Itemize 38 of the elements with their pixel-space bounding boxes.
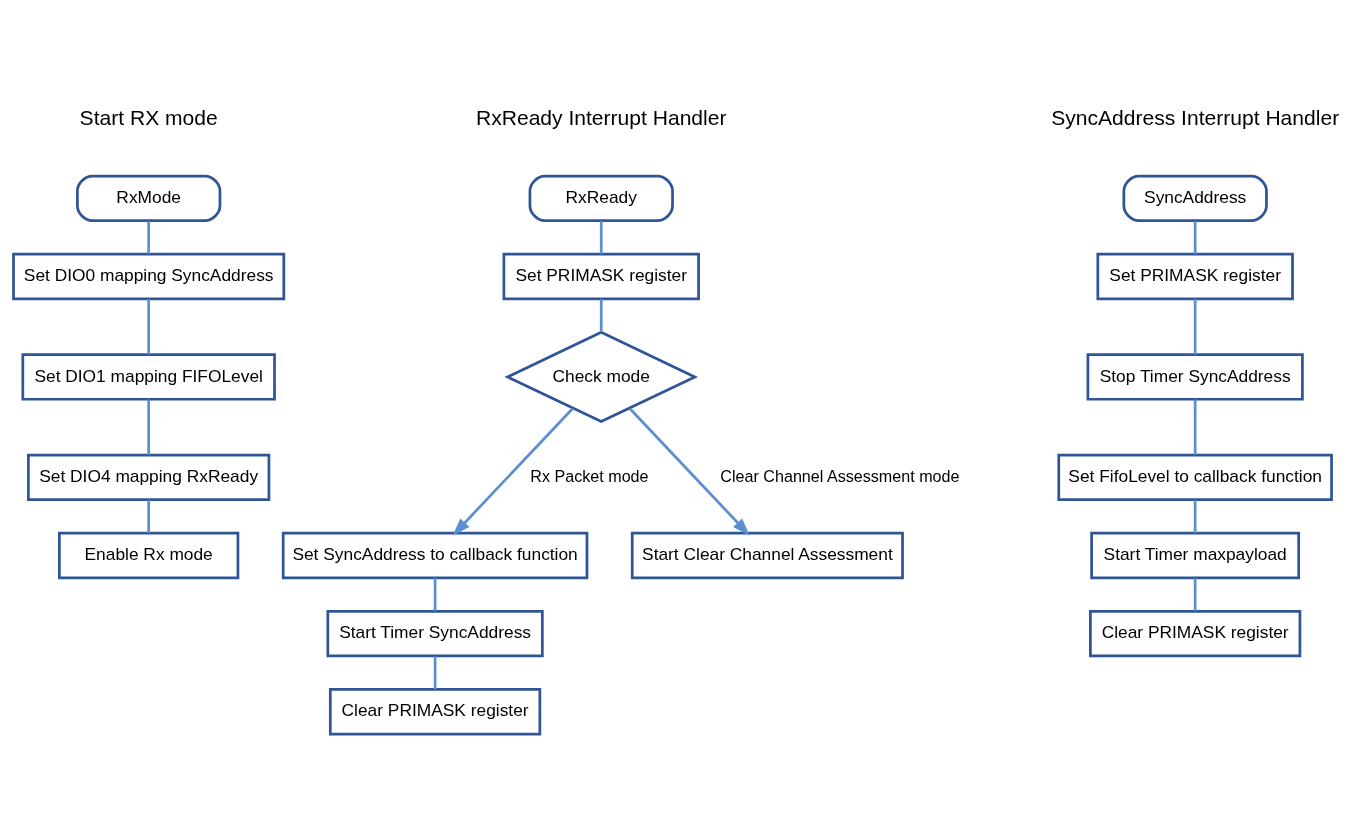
- node-box: Set DIO4 mapping RxReady: [27, 453, 271, 502]
- label: Start RX mode: [79, 106, 218, 130]
- edge-label: Rx Packet mode: [530, 466, 649, 485]
- connector: [147, 500, 151, 533]
- connector: [147, 399, 151, 455]
- node-box: Start Timer SyncAddress: [326, 609, 544, 658]
- node-box: Start Timer maxpayload: [1090, 531, 1301, 580]
- label: RxReady Interrupt Handler: [475, 106, 727, 130]
- node-box: Set PRIMASK register: [502, 252, 700, 301]
- connector: [1193, 299, 1197, 355]
- edge-label: Clear Channel Assessment mode: [720, 466, 960, 485]
- connector: [147, 221, 151, 254]
- node-box: Set SyncAddress to callback function: [281, 531, 589, 580]
- node-box: Set PRIMASK register: [1096, 252, 1294, 301]
- connector: [599, 221, 603, 254]
- node-box: Start Clear Channel Assessment: [630, 531, 904, 580]
- connector: [433, 656, 437, 690]
- node-box: RxReady: [528, 174, 674, 223]
- node-box: RxMode: [76, 174, 222, 223]
- connector: [1193, 578, 1197, 612]
- connector: [147, 299, 151, 355]
- connector: [1193, 399, 1197, 455]
- connector: [599, 299, 603, 332]
- label: SyncAddress Interrupt Handler: [1051, 106, 1340, 130]
- node-box: SyncAddress: [1122, 174, 1268, 223]
- node-box: Stop Timer SyncAddress: [1086, 353, 1304, 401]
- node-box: Enable Rx mode: [58, 531, 240, 580]
- connector: [433, 578, 437, 612]
- node-box: Set DIO1 mapping FIFOLevel: [21, 353, 276, 401]
- connector: [1193, 221, 1197, 254]
- node-diamond: Check mode: [504, 330, 699, 424]
- node-box: Clear PRIMASK register: [1089, 609, 1302, 658]
- connector: [1193, 500, 1197, 533]
- node-box: Clear PRIMASK register: [328, 688, 542, 736]
- arrow: [628, 407, 750, 536]
- arrow: [452, 407, 574, 536]
- node-box: Set DIO0 mapping SyncAddress: [12, 252, 286, 301]
- node-box: Set FifoLevel to callback function: [1057, 453, 1333, 502]
